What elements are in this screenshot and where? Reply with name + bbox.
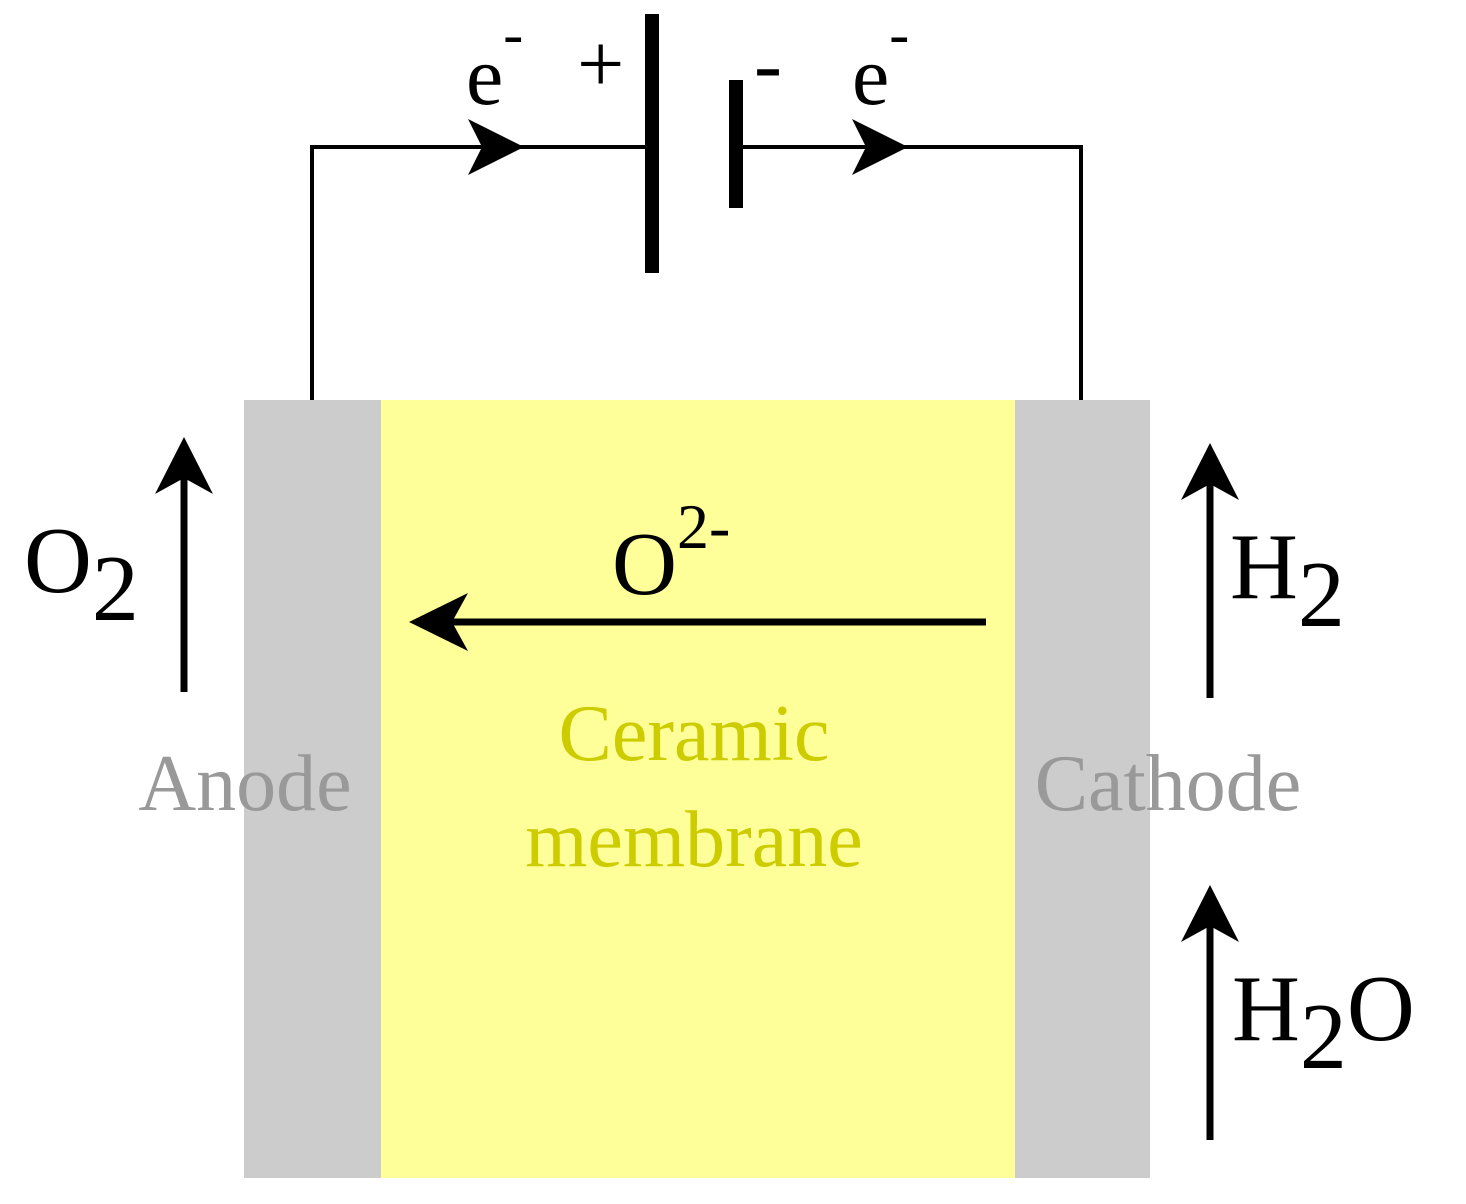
hydrogen-out-label: H2 [1230, 515, 1345, 647]
cathode-label: Cathode [1035, 740, 1302, 828]
oxide-ion-label-sup: 2- [677, 491, 730, 562]
electron-label-right: e- [852, 1, 909, 123]
water-in-label: H2O [1232, 957, 1415, 1089]
battery-minus-sign: - [754, 18, 782, 111]
oxygen-out-label-sub: 2 [92, 537, 139, 641]
electron-label-right-sup: - [889, 1, 909, 67]
oxide-ion-arrowhead [409, 593, 468, 651]
hydrogen-out-label-sub: 2 [1298, 543, 1345, 647]
external-circuit [310, 145, 1083, 400]
ceramic-membrane [381, 400, 1015, 1178]
oxygen-out-label: O2 [24, 509, 139, 641]
membrane-label-line2: membrane [525, 796, 863, 884]
cathode-electrode [1015, 400, 1150, 1178]
electron-label-left: e- [466, 1, 523, 123]
membrane-label-line1: Ceramic [559, 690, 830, 778]
electron-label-left-sup: - [503, 1, 523, 67]
oxide-ion-label: O2- [612, 491, 730, 614]
anode-label: Anode [138, 740, 351, 828]
oxygen-arrowhead [155, 437, 213, 494]
water-arrowhead [1181, 885, 1239, 942]
electron-arrowhead-right [852, 119, 908, 175]
battery-plus-sign: + [577, 18, 624, 111]
right-wire [736, 145, 1083, 400]
left-wire [310, 145, 652, 400]
anode-electrode [244, 400, 381, 1178]
electron-arrowhead-left [468, 119, 524, 175]
water-in-label-sub: 2 [1300, 985, 1347, 1089]
hydrogen-arrowhead [1181, 443, 1239, 500]
water-in-label-tail: O [1347, 957, 1415, 1061]
